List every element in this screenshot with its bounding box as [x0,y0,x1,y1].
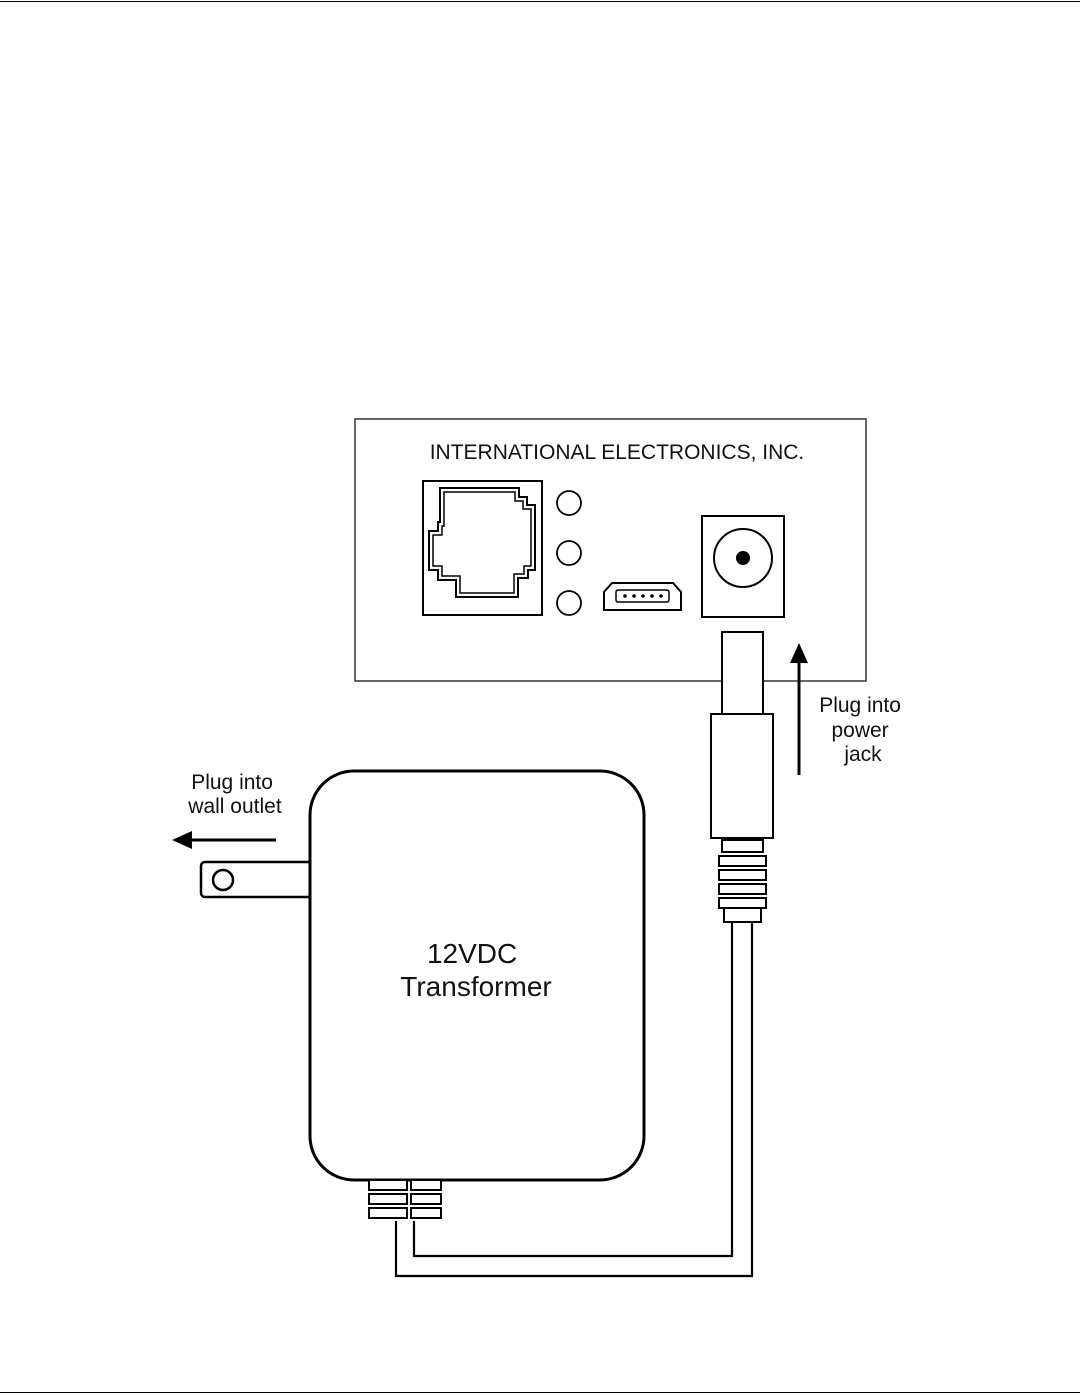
manufacturer-label: INTERNATIONAL ELECTRONICS, INC. [430,441,805,464]
device-panel: INTERNATIONAL ELECTRONICS, INC. [355,419,866,681]
transformer: 12VDC Transformer [201,771,644,1218]
wall-outlet-label: Plug into wall outlet [187,771,282,818]
power-jack-label: Plug into power jack [819,694,907,766]
up-arrow [790,643,808,775]
left-arrow [172,831,276,849]
